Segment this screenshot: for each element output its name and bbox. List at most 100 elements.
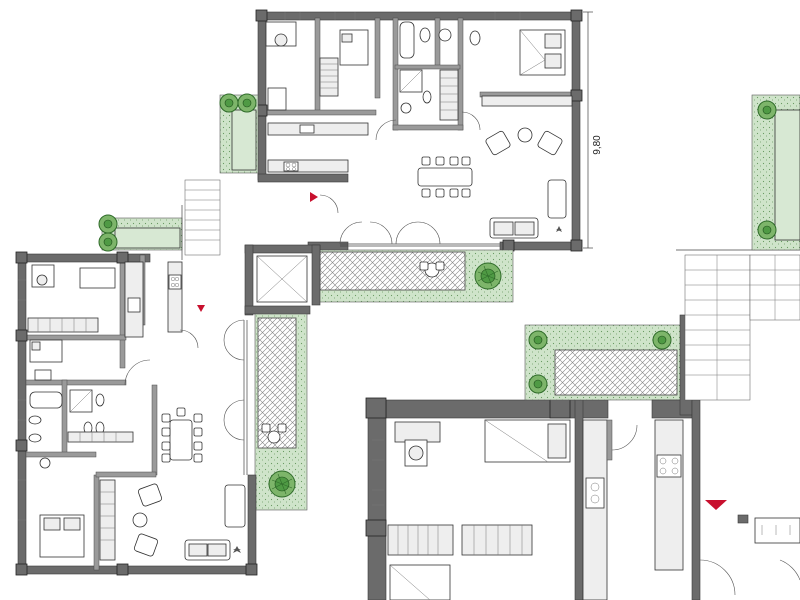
terrace — [317, 249, 514, 303]
elevator-core — [244, 244, 321, 316]
tree-icon — [528, 374, 548, 394]
kitchen-counter — [582, 419, 608, 600]
wall — [151, 384, 158, 476]
tree-icon — [652, 330, 672, 350]
kitchen-counter — [267, 122, 369, 136]
entry-arrow-icon — [705, 500, 727, 510]
toilet-icon — [469, 30, 481, 46]
stove-icon — [656, 454, 682, 478]
wardrobe — [461, 524, 533, 556]
tree-icon — [219, 93, 239, 113]
sofa-icon — [224, 484, 246, 528]
stair-icon — [684, 254, 800, 401]
wall — [367, 399, 609, 419]
bathtub-icon — [399, 21, 415, 59]
armchair — [137, 483, 163, 507]
bed-icon — [389, 564, 451, 600]
table-icon — [417, 156, 473, 198]
column — [570, 239, 583, 252]
wall — [394, 64, 461, 70]
sofa-icon — [184, 539, 231, 561]
bed — [79, 267, 116, 289]
wardrobe — [27, 317, 99, 333]
entry-arrow-icon — [310, 192, 318, 202]
armchair — [485, 130, 511, 156]
wall — [737, 514, 749, 524]
kitchen-counter — [654, 419, 684, 571]
column — [245, 563, 258, 576]
sofa-icon — [547, 179, 567, 219]
column — [570, 9, 583, 22]
wall — [392, 124, 464, 131]
bottom-apartment — [365, 397, 638, 600]
wall — [119, 257, 126, 369]
wall — [95, 471, 157, 478]
wall — [434, 17, 441, 69]
tree-icon — [757, 220, 777, 240]
coffee-table — [517, 127, 533, 143]
side-terrace — [254, 313, 308, 511]
tree-icon — [757, 100, 777, 120]
chair — [274, 33, 288, 47]
tree-icon — [474, 262, 502, 290]
wardrobe — [67, 431, 134, 443]
toilet-icon — [422, 90, 432, 104]
wall — [25, 379, 127, 386]
column — [365, 397, 387, 419]
wall — [574, 399, 584, 600]
toilet-icon — [28, 415, 42, 425]
sink-icon — [438, 28, 452, 42]
column — [15, 563, 28, 576]
bed — [267, 87, 287, 111]
bidet — [28, 433, 42, 443]
kitchen-counter — [267, 159, 349, 173]
wall — [247, 474, 257, 575]
wall — [571, 11, 581, 251]
sink-icon — [127, 297, 141, 313]
wall — [17, 253, 27, 575]
wall — [257, 11, 267, 181]
chair — [36, 274, 48, 286]
right-apartment — [651, 94, 800, 600]
column — [570, 89, 583, 102]
column — [15, 329, 28, 342]
wall — [257, 173, 349, 183]
tree-icon — [237, 93, 257, 113]
desk — [394, 421, 441, 443]
left-apartment — [15, 205, 258, 576]
wardrobe — [319, 57, 339, 97]
wall — [93, 474, 100, 571]
wall — [392, 17, 399, 131]
column — [116, 563, 129, 576]
shelf — [481, 95, 573, 107]
kitchen-counter — [167, 261, 183, 333]
wall — [606, 419, 613, 461]
stove-icon — [168, 274, 182, 290]
tree-icon — [98, 232, 118, 252]
toilet-icon — [419, 27, 431, 43]
column — [15, 251, 28, 264]
armchair — [537, 130, 563, 156]
wall — [257, 11, 581, 21]
table-icon — [161, 407, 203, 463]
nightstand — [34, 369, 52, 381]
tree-icon — [528, 330, 548, 350]
bathtub-icon — [29, 391, 63, 409]
column — [365, 519, 387, 537]
wall — [374, 17, 381, 99]
wall — [457, 17, 464, 131]
right-terrace — [524, 324, 686, 401]
plant — [556, 226, 562, 232]
sink-icon — [299, 124, 315, 134]
column — [502, 239, 515, 252]
wardrobe — [439, 69, 459, 121]
table-icon — [267, 430, 281, 444]
wardrobe — [387, 524, 454, 556]
sofa-icon — [489, 217, 539, 239]
sink-icon — [400, 102, 412, 114]
coffee-table — [132, 512, 148, 528]
upper-apartment: 9,80 — [184, 9, 603, 256]
armchair — [133, 533, 159, 557]
entry-arrow-icon — [197, 305, 205, 312]
